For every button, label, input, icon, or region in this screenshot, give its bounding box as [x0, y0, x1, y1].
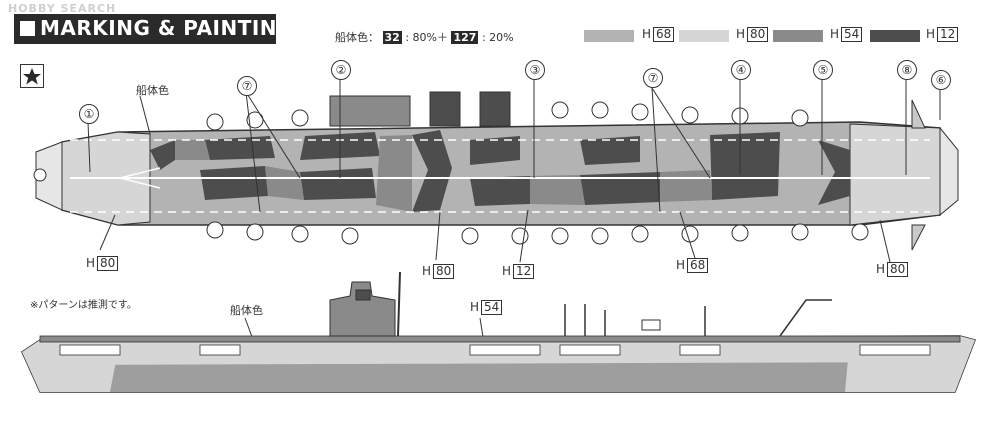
title-bar	[14, 14, 276, 44]
hull-color-label-top: 船体色	[136, 84, 169, 97]
formula-pct-2: : 20%	[481, 31, 514, 44]
pattern-note: ※パターンは推測です。	[30, 300, 137, 311]
callout-7-left: ⑦	[237, 76, 257, 96]
callout-5: ⑤	[813, 60, 833, 80]
formula-label: 船体色：	[335, 31, 379, 44]
callout-1: ①	[79, 104, 99, 124]
legend-swatch-h54	[773, 30, 823, 42]
deck-masts	[564, 304, 706, 336]
bow-arrow-marking	[119, 167, 161, 189]
callout-8: ⑧	[897, 60, 917, 80]
callout-leaders	[87, 80, 941, 351]
formula-code-2: 127	[451, 31, 479, 44]
funnel-top	[429, 91, 461, 127]
bow-anchor-icon	[33, 168, 47, 182]
legend-swatch-h12	[870, 30, 920, 42]
stern-light-area	[849, 123, 946, 226]
watermark: HOBBY SEARCH	[8, 2, 117, 15]
callout-7-right: ⑦	[643, 68, 663, 88]
crane-icon	[779, 299, 832, 337]
legend-swatch-h80	[679, 30, 729, 42]
radar-antenna	[641, 319, 661, 331]
callout-2: ②	[331, 60, 351, 80]
stern-tip	[939, 126, 959, 217]
camo-dark-patterns	[150, 130, 850, 212]
hull-side-stern-light	[845, 336, 975, 392]
flight-deck-side	[39, 335, 961, 343]
formula-pct-1: : 80%＋	[405, 31, 448, 44]
stern-pole-lower	[911, 224, 926, 251]
page-title: MARKING & PAINTING	[40, 16, 294, 40]
title-square-icon	[20, 21, 35, 36]
star-icon	[20, 64, 44, 88]
hull-side-dark-band	[40, 362, 960, 392]
island-radar	[355, 289, 371, 301]
legend-swatch-h68	[584, 30, 634, 42]
hull-color-label-side: 船体色	[230, 304, 263, 317]
hull-openings	[59, 344, 931, 356]
formula-code-1: 32	[382, 31, 402, 44]
island-top	[329, 95, 411, 127]
bow-tip	[35, 141, 63, 211]
hull-color-formula: 船体色： 32 : 80%＋ 127 : 20%	[335, 29, 514, 45]
funnel-top-2	[479, 91, 511, 127]
callout-6: ⑥	[931, 70, 951, 90]
stern-pole	[911, 99, 926, 129]
island-mast	[397, 271, 401, 337]
callout-3: ③	[525, 60, 545, 80]
callout-4: ④	[731, 60, 751, 80]
island-side	[329, 281, 396, 337]
sponsons-bottom	[206, 221, 869, 245]
sponsons-top	[206, 101, 809, 131]
